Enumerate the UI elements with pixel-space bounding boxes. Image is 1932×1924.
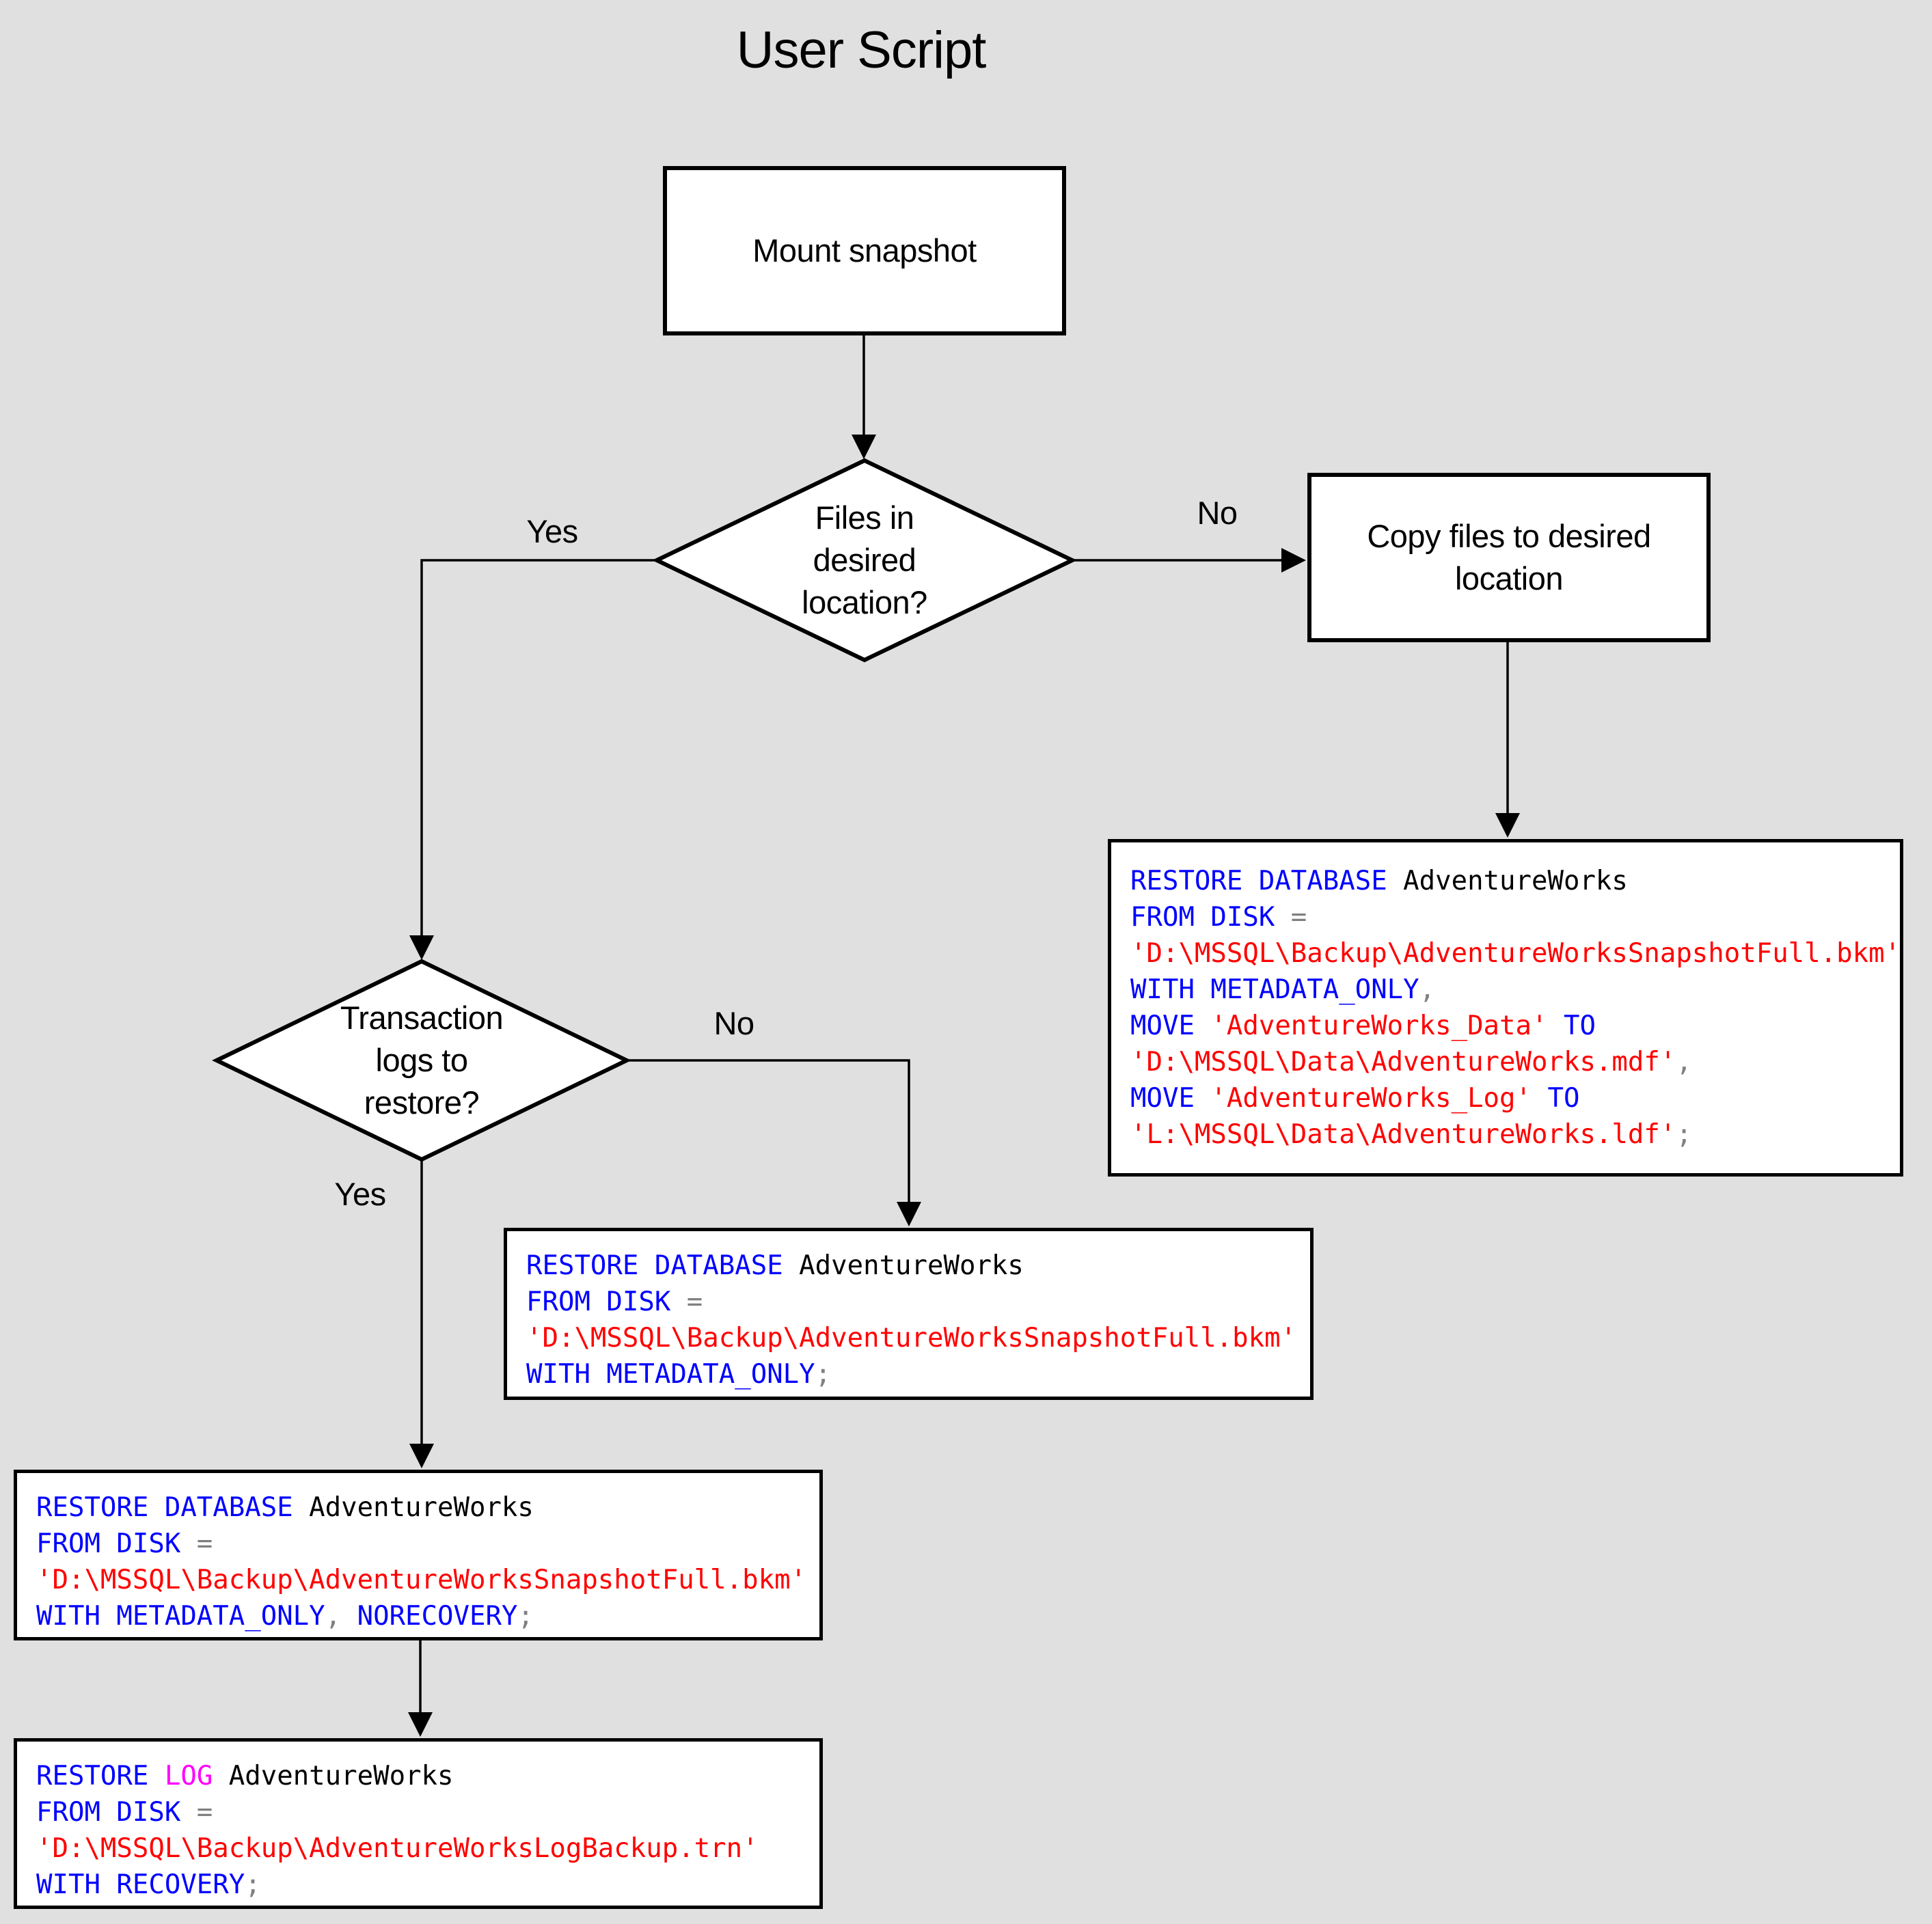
page-title: User Script: [736, 21, 987, 79]
edge-label-logs-no: No: [713, 1005, 754, 1041]
arrowhead-down-icon: [897, 1202, 921, 1226]
connector-files-yes-to-logs-decision: [420, 559, 657, 937]
arrowhead-down-icon: [1495, 813, 1520, 838]
connector-logs-no-to-code: [627, 1059, 910, 1204]
edge-label-files-yes: Yes: [526, 513, 578, 549]
node-mount-snapshot-label: Mount snapshot: [752, 232, 977, 269]
arrowhead-down-icon: [408, 1712, 433, 1737]
edge-label-files-no: No: [1197, 495, 1238, 531]
decision-diamond-files: [652, 458, 1077, 663]
arrowhead-down-icon: [409, 935, 434, 960]
edge-label-logs-yes: Yes: [334, 1176, 386, 1212]
arrowhead-down-icon: [409, 1444, 434, 1468]
node-mount-snapshot: Mount snapshot: [663, 166, 1066, 335]
arrowhead-down-icon: [852, 435, 876, 459]
arrowhead-right-icon: [1281, 548, 1306, 573]
decision-diamond-logs: [212, 959, 631, 1162]
